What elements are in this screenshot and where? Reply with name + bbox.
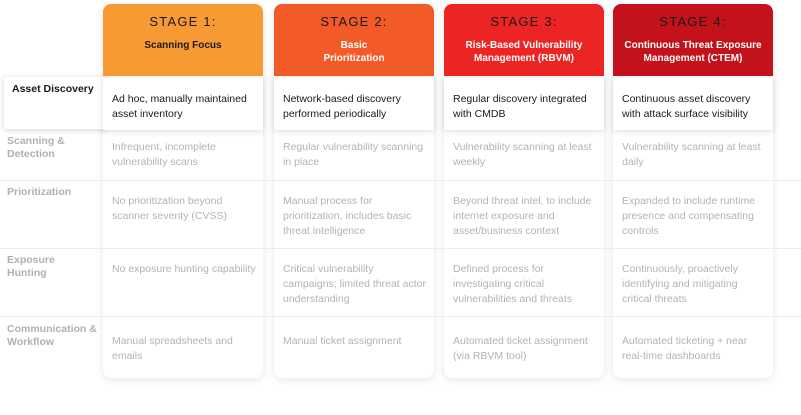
stage-1-name: Scanning Focus <box>144 40 222 51</box>
row-label-exposure-hunting: Exposure Hunting <box>7 254 55 279</box>
cell-asset-discovery-stage-1: Ad hoc, manually maintained asset invent… <box>103 78 263 130</box>
cell-exposure-stage-4: Continuously, proactively identifying an… <box>622 263 738 305</box>
row-label-asset-discovery: Asset Discovery <box>4 77 108 129</box>
cell-asset-discovery-stage-3: Regular discovery integrated with CMDB <box>444 78 604 130</box>
cell-scanning-stage-2: Regular vulnerability scanning in place <box>283 141 424 168</box>
cell-scanning-stage-4: Vulnerability scanning at least daily <box>622 141 761 168</box>
cell-scanning-stage-1: Infrequent, incomplete vulnerability sca… <box>112 141 216 168</box>
stage-3-name: Risk-Based Vulnerability Management (RBV… <box>465 40 583 64</box>
cell-exposure-stage-1: No exposure hunting capability <box>112 263 256 275</box>
cell-prioritization-stage-4: Expanded to include runtime presence and… <box>622 195 756 237</box>
stage-1-label: STAGE 1: <box>149 14 217 29</box>
cell-communication-stage-1: Manual spreadsheets and emails <box>112 335 233 362</box>
row-label-scanning-detection: Scanning & Detection <box>7 135 65 160</box>
row-label-communication-workflow: Communication & Workflow <box>7 323 97 348</box>
stage-2-header: STAGE 2: Basic Prioritization <box>274 4 434 76</box>
stage-3-header: STAGE 3: Risk-Based Vulnerability Manage… <box>444 4 604 76</box>
row-divider <box>0 316 801 317</box>
stage-4-name: Continuous Threat Exposure Management (C… <box>624 40 762 64</box>
row-label-prioritization: Prioritization <box>7 186 72 198</box>
stage-4-header: STAGE 4: Continuous Threat Exposure Mana… <box>613 4 773 76</box>
cell-scanning-stage-3: Vulnerability scanning at least weekly <box>453 141 592 168</box>
cell-prioritization-stage-2: Manual process for prioritization, inclu… <box>283 195 412 237</box>
cell-prioritization-stage-3: Beyond threat intel, to include internet… <box>453 195 592 237</box>
cell-asset-discovery-stage-2: Network-based discovery performed period… <box>274 78 434 130</box>
cell-communication-stage-4: Automated ticketing + near real-time das… <box>622 335 748 362</box>
stage-4-label: STAGE 4: <box>659 14 727 29</box>
cell-exposure-stage-3: Defined process for investigating critic… <box>453 263 573 305</box>
stage-3-label: STAGE 3: <box>490 14 558 29</box>
cell-communication-stage-2: Manual ticket assignment <box>283 335 402 347</box>
cell-asset-discovery-stage-4: Continuous asset discovery with attack s… <box>613 78 773 130</box>
stage-2-name: Basic Prioritization <box>323 40 385 64</box>
stage-1-header: STAGE 1: Scanning Focus <box>103 4 263 76</box>
row-divider <box>0 248 801 249</box>
cell-prioritization-stage-1: No prioritization beyond scanner severit… <box>112 195 227 222</box>
cell-communication-stage-3: Automated ticket assignment (via RBVM to… <box>453 335 588 362</box>
row-divider <box>0 180 801 181</box>
stage-2-label: STAGE 2: <box>320 14 388 29</box>
cell-exposure-stage-2: Critical vulnerability campaigns; limite… <box>283 263 426 305</box>
